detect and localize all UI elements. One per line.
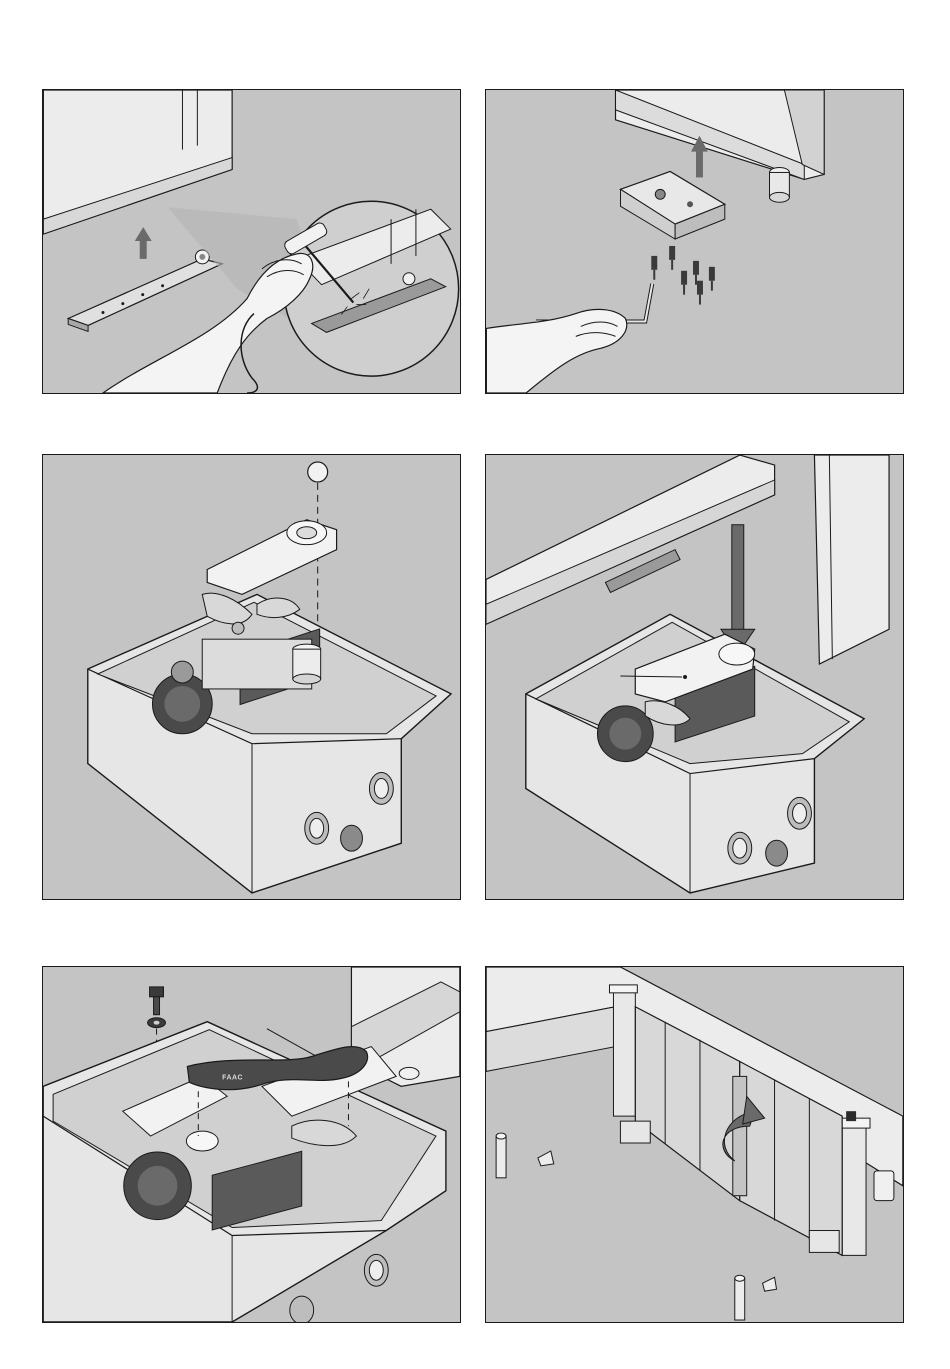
gate-swing-illustration: [486, 967, 903, 1322]
step-1-welding-panel: [42, 89, 461, 394]
cover-screw-illustration: FAAC: [43, 967, 460, 1322]
lever-arm: [202, 520, 336, 634]
cover-logo-text: FAAC: [222, 1074, 243, 1081]
hand-icon: [486, 309, 626, 393]
up-arrow-icon: [135, 227, 152, 259]
gate-bracket: [620, 171, 724, 239]
ball-icon: [308, 462, 328, 482]
bolt-icon: [148, 987, 166, 1028]
step-2-bracket-panel: [485, 89, 904, 394]
lever-box-illustration: [43, 455, 460, 899]
lower-gate-illustration: [486, 455, 903, 899]
hand-icon: [103, 253, 313, 393]
step-3-lever-panel: [42, 454, 461, 900]
step-4-lower-gate-panel: [485, 454, 904, 900]
welding-illustration: [43, 90, 460, 393]
fixing-plate: [68, 250, 222, 331]
foundation-box: [88, 594, 451, 893]
step-6-gate-swing-panel: [485, 966, 904, 1323]
bolts: [651, 246, 715, 305]
bracket-screw-illustration: [486, 90, 903, 393]
step-5-cover-panel: FAAC: [42, 966, 461, 1323]
